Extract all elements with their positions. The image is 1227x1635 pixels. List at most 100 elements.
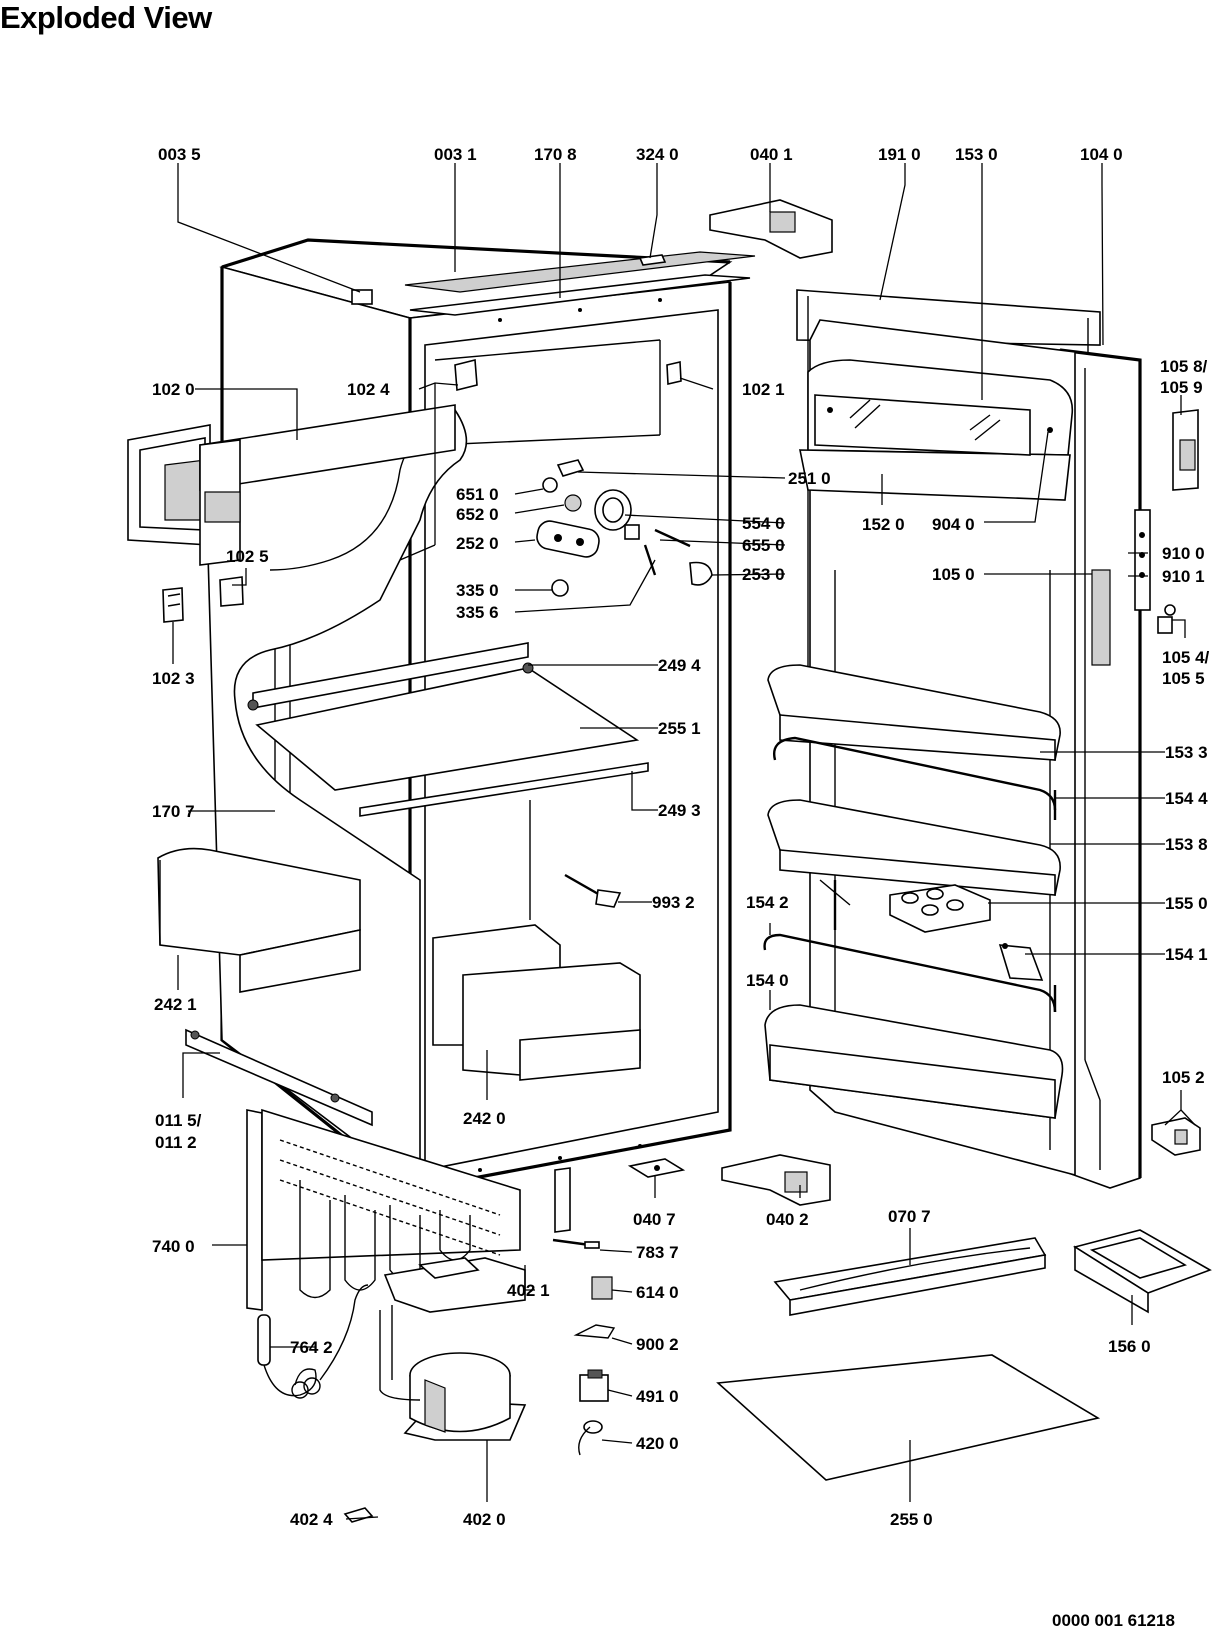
door-shelf-middle bbox=[767, 799, 1061, 896]
condenser bbox=[246, 1108, 571, 1311]
label-655-0: 655 0 bbox=[742, 536, 785, 555]
bottom-rail bbox=[185, 1028, 373, 1127]
part-003-5 bbox=[351, 289, 373, 305]
document-number: 0000 001 61218 bbox=[1052, 1611, 1175, 1630]
door-handle bbox=[773, 1237, 1047, 1316]
label-102-5: 102 5 bbox=[226, 547, 269, 566]
part-102-1 bbox=[666, 361, 682, 385]
label-324-0: 324 0 bbox=[636, 145, 679, 164]
page-title: Exploded View bbox=[0, 0, 212, 35]
hinge-bottom bbox=[721, 1154, 831, 1206]
label-170-8: 170 8 bbox=[534, 145, 577, 164]
label-251-0: 251 0 bbox=[788, 469, 831, 488]
label-011-5: 011 5/ bbox=[155, 1111, 202, 1130]
sensor-993-2 bbox=[564, 873, 622, 908]
small-electrical-parts bbox=[343, 1238, 616, 1523]
label-554-0: 554 0 bbox=[742, 514, 785, 533]
label-491-0: 491 0 bbox=[636, 1387, 679, 1406]
drip-tray bbox=[1073, 1229, 1212, 1314]
door-rail-910 bbox=[1134, 509, 1151, 611]
label-105-4: 105 4/ bbox=[1162, 648, 1210, 667]
part-102-4 bbox=[454, 358, 478, 392]
label-910-0: 910 0 bbox=[1162, 544, 1205, 563]
door-hinge-105-2 bbox=[1151, 1117, 1201, 1156]
door-strip bbox=[1091, 569, 1111, 666]
label-252-0: 252 0 bbox=[456, 534, 499, 553]
bottom-plate bbox=[716, 1354, 1101, 1481]
label-104-0: 104 0 bbox=[1080, 145, 1123, 164]
door-switch-105-8 bbox=[1172, 409, 1199, 491]
label-740-0: 740 0 bbox=[152, 1237, 195, 1256]
glass-shelf bbox=[247, 642, 649, 920]
label-170-7: 170 7 bbox=[152, 802, 195, 821]
label-253-0: 253 0 bbox=[742, 565, 785, 584]
label-153-0: 153 0 bbox=[955, 145, 998, 164]
crisper-drawers bbox=[432, 924, 641, 1081]
freezer-drawer bbox=[157, 847, 361, 993]
label-040-2: 040 2 bbox=[766, 1210, 809, 1229]
label-255-0: 255 0 bbox=[890, 1510, 933, 1529]
label-003-1: 003 1 bbox=[434, 145, 477, 164]
label-040-7: 040 7 bbox=[633, 1210, 676, 1229]
leader-lines bbox=[172, 163, 1196, 1520]
label-255-1: 255 1 bbox=[658, 719, 701, 738]
label-105-8: 105 8/ bbox=[1160, 357, 1208, 376]
label-156-0: 156 0 bbox=[1108, 1337, 1151, 1356]
label-154-2: 154 2 bbox=[746, 893, 789, 912]
label-651-0: 651 0 bbox=[456, 485, 499, 504]
part-102-5 bbox=[219, 576, 244, 607]
label-102-0: 102 0 bbox=[152, 380, 195, 399]
door-bar-154-4 bbox=[773, 736, 1057, 820]
compressor-mount bbox=[383, 1257, 526, 1313]
egg-tray bbox=[889, 884, 991, 933]
label-102-1: 102 1 bbox=[742, 380, 785, 399]
label-335-6: 335 6 bbox=[456, 603, 499, 622]
label-904-0: 904 0 bbox=[932, 515, 975, 534]
label-402-4: 402 4 bbox=[290, 1510, 333, 1529]
label-993-2: 993 2 bbox=[652, 893, 695, 912]
label-153-3: 153 3 bbox=[1165, 743, 1208, 762]
label-070-7: 070 7 bbox=[888, 1207, 931, 1226]
label-102-4: 102 4 bbox=[347, 380, 390, 399]
label-652-0: 652 0 bbox=[456, 505, 499, 524]
label-242-0: 242 0 bbox=[463, 1109, 506, 1128]
label-152-0: 152 0 bbox=[862, 515, 905, 534]
hinge-top bbox=[709, 199, 833, 259]
label-153-8: 153 8 bbox=[1165, 835, 1208, 854]
label-011-2: 011 2 bbox=[155, 1133, 197, 1152]
door-shelf-bottom bbox=[764, 1004, 1064, 1119]
door-stop-105-4 bbox=[1157, 604, 1176, 634]
label-910-1: 910 1 bbox=[1162, 567, 1205, 586]
label-335-0: 335 0 bbox=[456, 581, 499, 600]
label-155-0: 155 0 bbox=[1165, 894, 1208, 913]
label-242-1: 242 1 bbox=[154, 995, 197, 1014]
door-shelf-top bbox=[767, 664, 1061, 761]
door-bar-154-2 bbox=[763, 933, 1057, 1013]
part-324-0 bbox=[638, 254, 667, 266]
label-402-0: 402 0 bbox=[463, 1510, 506, 1529]
dairy-compartment bbox=[799, 359, 1074, 501]
label-614-0: 614 0 bbox=[636, 1283, 679, 1302]
label-105-0: 105 0 bbox=[932, 565, 975, 584]
label-900-2: 900 2 bbox=[636, 1335, 679, 1354]
label-764-2: 764 2 bbox=[290, 1338, 333, 1357]
thermostat-assembly bbox=[536, 459, 713, 597]
label-154-0: 154 0 bbox=[746, 971, 789, 990]
label-402-1: 402 1 bbox=[507, 1281, 550, 1300]
label-003-5: 003 5 bbox=[158, 145, 201, 164]
label-783-7: 783 7 bbox=[636, 1243, 679, 1262]
label-249-3: 249 3 bbox=[658, 801, 701, 820]
label-105-5: 105 5 bbox=[1162, 669, 1205, 688]
label-154-4: 154 4 bbox=[1165, 789, 1208, 808]
label-191-0: 191 0 bbox=[878, 145, 921, 164]
label-105-9: 105 9 bbox=[1160, 378, 1203, 397]
capillary-tube bbox=[257, 1284, 369, 1399]
label-420-0: 420 0 bbox=[636, 1434, 679, 1453]
compressor bbox=[379, 1305, 527, 1441]
label-105-2: 105 2 bbox=[1162, 1068, 1205, 1087]
evaporator-plate bbox=[127, 404, 456, 566]
label-040-1: 040 1 bbox=[750, 145, 793, 164]
label-249-4: 249 4 bbox=[658, 656, 701, 675]
label-154-1: 154 1 bbox=[1165, 945, 1208, 964]
